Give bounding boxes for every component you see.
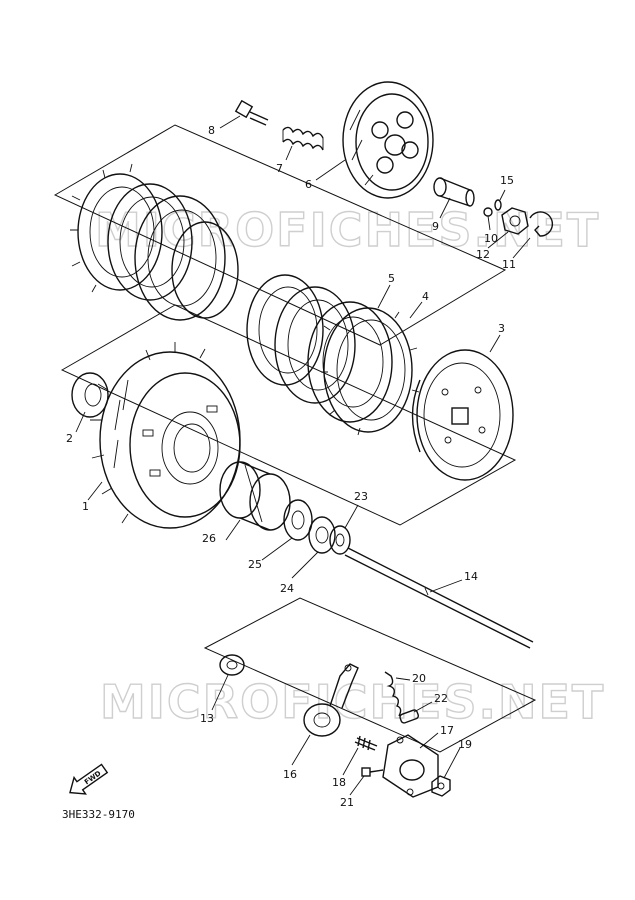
leader-16 [291, 734, 311, 766]
callout-3: 3 [498, 322, 505, 335]
callout-13: 13 [200, 712, 214, 725]
callout-15: 15 [500, 174, 514, 187]
callout-17: 17 [440, 724, 454, 737]
part-5-clutch-plate [307, 301, 393, 423]
callout-10: 10 [484, 232, 498, 245]
diagram-code: 3HE332-9170 [62, 808, 135, 821]
callout-9: 9 [432, 220, 439, 233]
part-16-push-lever [303, 663, 359, 737]
callout-19: 19 [458, 738, 472, 751]
leader-20 [395, 677, 411, 681]
callout-6: 6 [305, 178, 312, 191]
leader-25 [261, 537, 293, 561]
leader-7 [285, 145, 293, 161]
leader-10 [487, 215, 491, 231]
callout-5: 5 [388, 272, 395, 285]
leader-23 [344, 504, 359, 529]
leader-5 [377, 284, 391, 309]
callout-7: 7 [276, 162, 283, 175]
watermark-lower: MICROFICHES.NET [100, 675, 605, 729]
callout-18: 18 [332, 776, 346, 789]
leader-12 [487, 231, 509, 249]
leader-24 [291, 551, 319, 579]
leader-3 [489, 334, 501, 353]
part-14-push-rod [344, 547, 534, 649]
part-24-spacer [308, 516, 336, 554]
callout-1: 1 [82, 500, 89, 513]
part-1-clutch-housing [90, 342, 241, 529]
leader-17 [419, 732, 439, 749]
part-22-dowel-pin [399, 709, 420, 724]
part-19-nut [431, 775, 451, 797]
callout-26: 26 [202, 532, 216, 545]
leader-18 [342, 747, 359, 776]
part-13-oil-seal [219, 654, 245, 676]
front-arrow-icon: FWD [69, 763, 109, 795]
leader-8 [219, 115, 241, 129]
lower-assembly-box [203, 597, 537, 753]
part-15-washer [494, 199, 502, 211]
front-label: FWD [83, 769, 103, 786]
leader-13 [211, 674, 229, 711]
callout-20: 20 [412, 672, 426, 685]
part-25-spacer [283, 499, 313, 541]
leader-19 [443, 747, 461, 779]
leader-14 [429, 579, 463, 593]
leader-11 [512, 237, 531, 259]
part-7-spring [282, 126, 324, 151]
callout-16: 16 [283, 768, 297, 781]
leader-22 [413, 701, 433, 713]
leader-26 [225, 519, 241, 541]
part-9-push-rod [433, 177, 475, 207]
leader-2 [75, 411, 86, 433]
callout-14: 14 [464, 570, 478, 583]
callout-25: 25 [248, 558, 262, 571]
callout-12: 12 [476, 248, 490, 261]
callout-22: 22 [434, 692, 448, 705]
callout-24: 24 [280, 582, 294, 595]
part-20-spring [384, 671, 402, 717]
part-8-bolt [234, 99, 269, 126]
part-11-lock-washer [529, 211, 554, 237]
leader-9 [439, 197, 451, 219]
part-2-thrust-washer [71, 372, 109, 418]
part-12-nut [501, 207, 529, 235]
leader-15 [499, 189, 506, 201]
part-18-adjusting-screw [354, 735, 378, 751]
middle-assembly-box [60, 304, 517, 526]
leader-1 [87, 481, 103, 501]
leader-4 [409, 301, 423, 319]
friction-plate-stack-middle [246, 274, 356, 404]
part-23-washer [329, 525, 351, 555]
callout-8: 8 [208, 124, 215, 137]
leader-21 [349, 775, 365, 796]
callout-2: 2 [66, 432, 73, 445]
part-26-needle-bearing [219, 461, 291, 531]
callout-4: 4 [422, 290, 429, 303]
callout-21: 21 [340, 796, 354, 809]
part-6-pressure-plate [342, 81, 434, 199]
watermark-upper: MICROFICHES.NET [95, 203, 600, 257]
part-17-cover [382, 734, 439, 798]
part-3-clutch-boss [411, 349, 514, 481]
leader-6 [315, 159, 346, 181]
part-21-bolt [361, 767, 384, 777]
part-4-friction-plate [321, 307, 420, 436]
callout-11: 11 [502, 258, 516, 271]
callout-23: 23 [354, 490, 368, 503]
friction-plate-stack-upper [70, 163, 239, 321]
